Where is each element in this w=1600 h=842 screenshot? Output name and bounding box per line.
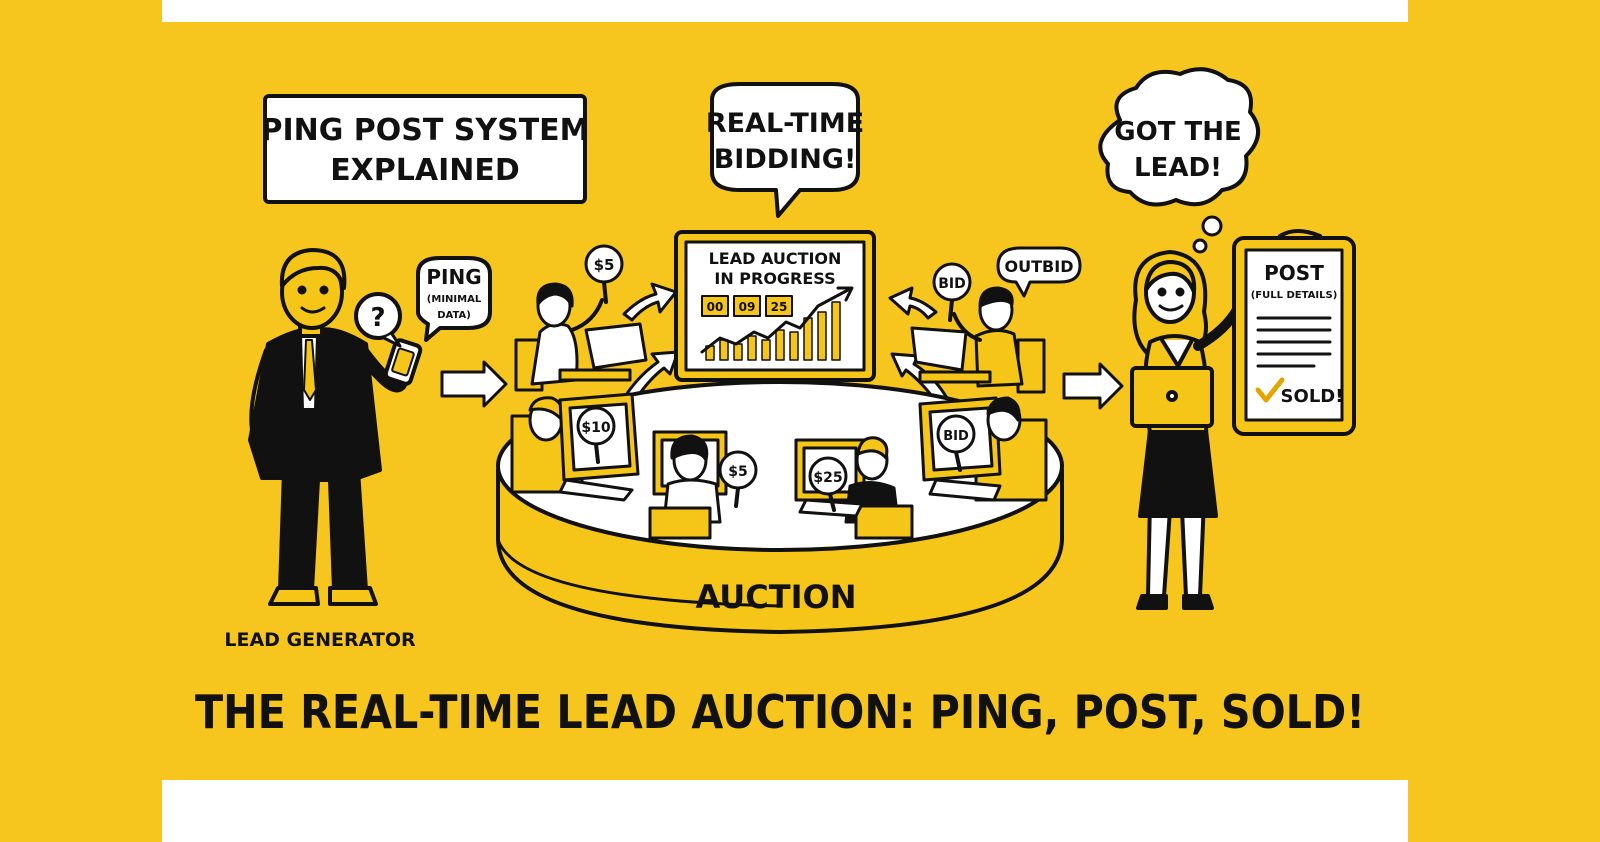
bidder-woman-left (510, 392, 640, 502)
paddle-4-label: $5 (728, 464, 747, 480)
footer-title: THE REAL-TIME LEAD AUCTION: PING, POST, … (195, 685, 1365, 739)
arrow-to-buyer (1062, 362, 1124, 410)
bottom-white-band (162, 780, 1408, 842)
paddle-6-label: BID (943, 429, 969, 444)
ping-label: PING (426, 265, 481, 289)
lead-generator-figure (248, 248, 423, 606)
paddle-5: $25 (808, 456, 848, 512)
realtime-line-1: REAL-TIME (706, 108, 864, 139)
timer-seconds: 25 (771, 300, 788, 314)
lead-generator-label: LEAD GENERATOR (224, 629, 416, 651)
bidder-man-right (918, 396, 1048, 502)
post-tablet: POST (FULL DETAILS) SOLD! (1232, 229, 1356, 436)
paddle-4: $5 (718, 450, 758, 508)
top-white-band (162, 0, 1408, 22)
title-line-2: EXPLAINED (330, 153, 520, 188)
paddle-3: $10 (576, 406, 616, 464)
timer-minutes: 09 (739, 300, 756, 314)
auction-screen-line-2: IN PROGRESS (714, 269, 835, 288)
realtime-bidding-bubble: REAL-TIME BIDDING! (706, 82, 864, 218)
got-lead-thought-bubble: GOT THE LEAD! (1098, 67, 1260, 254)
countdown-timer: 00 09 25 (701, 295, 793, 317)
paddle-3-label: $10 (581, 420, 610, 436)
timer-hours: 00 (707, 300, 724, 314)
ping-sub-2: DATA) (437, 310, 471, 321)
post-detail-lines (1256, 316, 1332, 368)
rising-chart (700, 286, 854, 361)
bidder-man-top-right (910, 286, 1046, 394)
ping-sub-1: (MINIMAL (427, 294, 482, 305)
bidder-woman-center (648, 430, 728, 540)
arrow-up-right-1 (622, 282, 678, 322)
paddle-1: $5 (584, 244, 624, 304)
realtime-line-2: BIDDING! (714, 144, 857, 175)
got-lead-line-1: GOT THE (1114, 117, 1242, 147)
paddle-1-label: $5 (594, 256, 615, 274)
question-mark: ? (370, 303, 385, 333)
paddle-2-label: BID (938, 276, 966, 292)
title-box: PING POST SYSTEM EXPLAINED (260, 94, 590, 204)
ping-bubble: PING (MINIMAL DATA) (416, 256, 492, 342)
paddle-2: BID (932, 262, 972, 322)
auction-screen: LEAD AUCTION IN PROGRESS 00 09 25 (674, 230, 876, 382)
check-icon (1255, 377, 1285, 403)
paddle-5-label: $25 (813, 470, 842, 486)
auction-screen-line-1: LEAD AUCTION (709, 249, 842, 268)
post-status: SOLD! (1281, 386, 1344, 407)
outbid-bubble: OUTBID (996, 246, 1082, 298)
bidder-woman-top-left (514, 282, 648, 392)
auction-label: AUCTION (696, 578, 857, 616)
question-bubble: ? (354, 292, 402, 348)
got-lead-line-2: LEAD! (1134, 153, 1222, 183)
buyer-figure (1130, 250, 1243, 610)
post-title: POST (1264, 261, 1324, 285)
arrow-up-left-2 (888, 286, 938, 320)
outbid-label: OUTBID (1005, 257, 1074, 276)
post-subtitle: (FULL DETAILS) (1251, 290, 1338, 301)
paddle-6: BID (936, 414, 976, 472)
title-line-1: PING POST SYSTEM (260, 113, 589, 148)
arrow-to-auction (440, 360, 508, 408)
